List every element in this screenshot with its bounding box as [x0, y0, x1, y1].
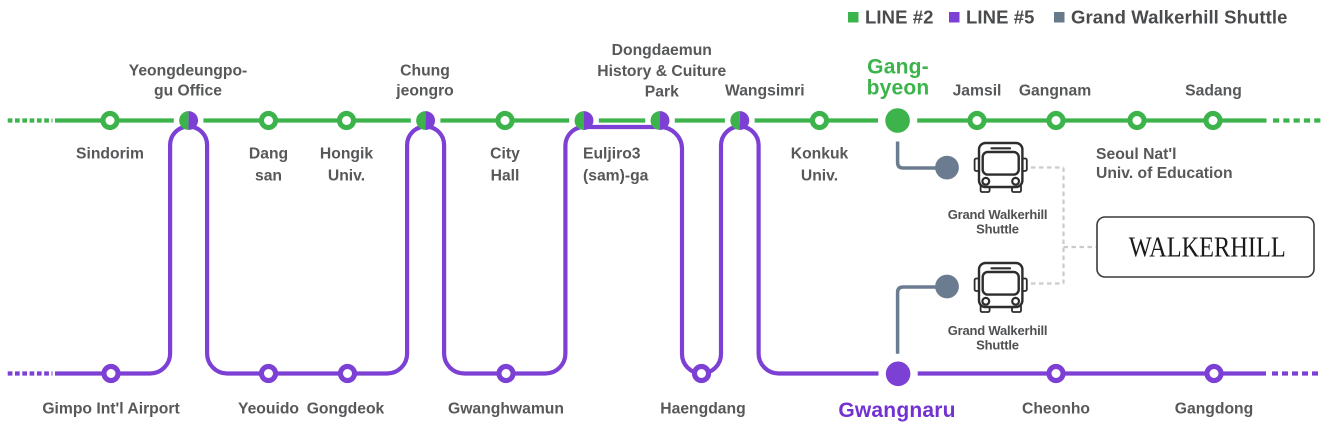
svg-text:Gangnam: Gangnam — [1019, 82, 1091, 99]
svg-text:Gongdeok: Gongdeok — [307, 400, 385, 417]
svg-text:Gwangnaru: Gwangnaru — [838, 399, 955, 422]
svg-text:gu Office: gu Office — [154, 82, 222, 99]
svg-text:san: san — [255, 167, 282, 184]
svg-text:Grand Walkerhill Shuttle: Grand Walkerhill Shuttle — [1071, 7, 1288, 28]
svg-text:LINE #2: LINE #2 — [865, 7, 934, 28]
svg-text:Dongdaemun: Dongdaemun — [612, 42, 712, 59]
svg-text:Gangdong: Gangdong — [1175, 400, 1253, 417]
svg-text:jeongro: jeongro — [395, 82, 454, 99]
svg-text:Grand Walkerhill: Grand Walkerhill — [948, 323, 1048, 338]
svg-text:Euljiro3: Euljiro3 — [583, 145, 641, 162]
svg-text:Yeouido: Yeouido — [238, 400, 299, 417]
svg-text:Cheonho: Cheonho — [1022, 400, 1090, 417]
svg-text:Hongik: Hongik — [320, 145, 373, 162]
svg-text:Sadang: Sadang — [1185, 82, 1242, 99]
svg-text:Haengdang: Haengdang — [660, 400, 745, 417]
svg-text:Univ. of Education: Univ. of Education — [1096, 165, 1233, 182]
svg-text:Yeongdeungpo-: Yeongdeungpo- — [129, 62, 248, 79]
svg-text:(sam)-ga: (sam)-ga — [583, 167, 649, 184]
svg-text:City: City — [490, 145, 520, 162]
svg-text:Wangsimri: Wangsimri — [725, 82, 805, 99]
svg-text:Sindorim: Sindorim — [76, 145, 144, 162]
svg-text:Jamsil: Jamsil — [953, 82, 1002, 99]
svg-text:Univ.: Univ. — [801, 167, 838, 184]
svg-text:Hall: Hall — [491, 167, 520, 184]
svg-text:Seoul Nat'l: Seoul Nat'l — [1096, 146, 1176, 163]
svg-text:Gimpo Int'l Airport: Gimpo Int'l Airport — [42, 400, 180, 417]
svg-text:LINE #5: LINE #5 — [966, 7, 1035, 28]
svg-text:Konkuk: Konkuk — [791, 145, 849, 162]
svg-text:Gang-: Gang- — [867, 55, 929, 78]
svg-text:byeon: byeon — [867, 77, 930, 100]
svg-text:Park: Park — [645, 84, 679, 101]
svg-text:Gwanghwamun: Gwanghwamun — [448, 400, 564, 417]
svg-text:History & Cuiture: History & Cuiture — [597, 63, 726, 80]
svg-text:Chung: Chung — [400, 62, 450, 79]
svg-text:Grand Walkerhill: Grand Walkerhill — [948, 207, 1048, 222]
svg-text:Univ.: Univ. — [328, 167, 365, 184]
svg-text:Shuttle: Shuttle — [976, 222, 1019, 237]
svg-text:Dang: Dang — [249, 145, 288, 162]
svg-text:WALKERHILL: WALKERHILL — [1129, 233, 1286, 264]
svg-text:Shuttle: Shuttle — [976, 338, 1019, 353]
